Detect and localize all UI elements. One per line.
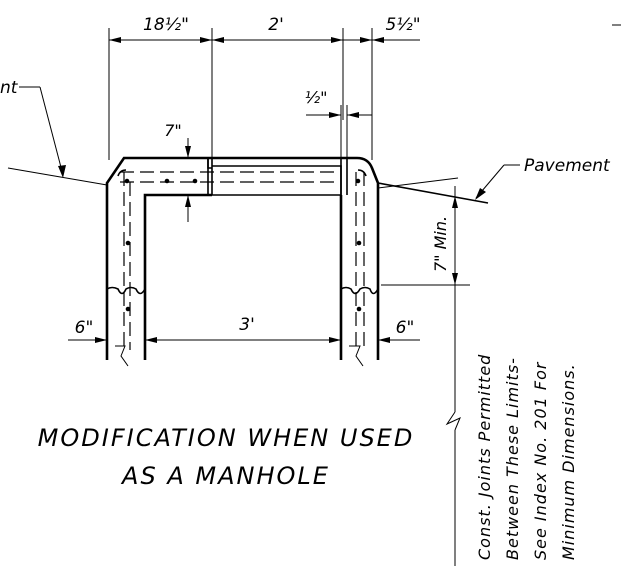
dim-half-inch: ½" xyxy=(305,88,328,107)
slab-dimension xyxy=(185,138,191,222)
dim-left-wall: 6" xyxy=(75,318,94,338)
dim-5-5-inch: 5½" xyxy=(385,15,420,35)
dim-7-inch-min: 7" Min. xyxy=(431,216,450,272)
note-line-4: Minimum Dimensions. xyxy=(559,363,578,560)
min-depth-dimension xyxy=(381,186,470,286)
bottom-dimension xyxy=(68,337,420,343)
title-line-2: AS A MANHOLE xyxy=(120,462,330,490)
note-line-3: See Index No. 201 For xyxy=(531,361,550,560)
left-leader xyxy=(7,86,108,186)
note-line-1: Const. Joints Permitted xyxy=(475,354,494,560)
half-inch-dimension xyxy=(306,105,372,160)
pavement-label: Pavement xyxy=(524,156,611,176)
dim-18-5-inch: 18½" xyxy=(143,15,189,35)
pavement xyxy=(377,164,520,204)
left-cut-label: nt xyxy=(0,78,19,98)
title-line-1: MODIFICATION WHEN USED xyxy=(38,424,415,452)
joint-limit-line xyxy=(445,285,461,566)
dim-7-inch-slab: 7" xyxy=(164,121,182,140)
dim-inner-width: 3' xyxy=(239,315,255,335)
dim-2-feet: 2' xyxy=(268,15,284,35)
note-line-2: Between These Limits- xyxy=(503,357,522,560)
top-dimension-chain xyxy=(108,28,420,160)
joint-note: Const. Joints Permitted Between These Li… xyxy=(475,354,578,560)
dim-right-wall: 6" xyxy=(396,318,415,338)
manhole-structure xyxy=(105,156,380,367)
